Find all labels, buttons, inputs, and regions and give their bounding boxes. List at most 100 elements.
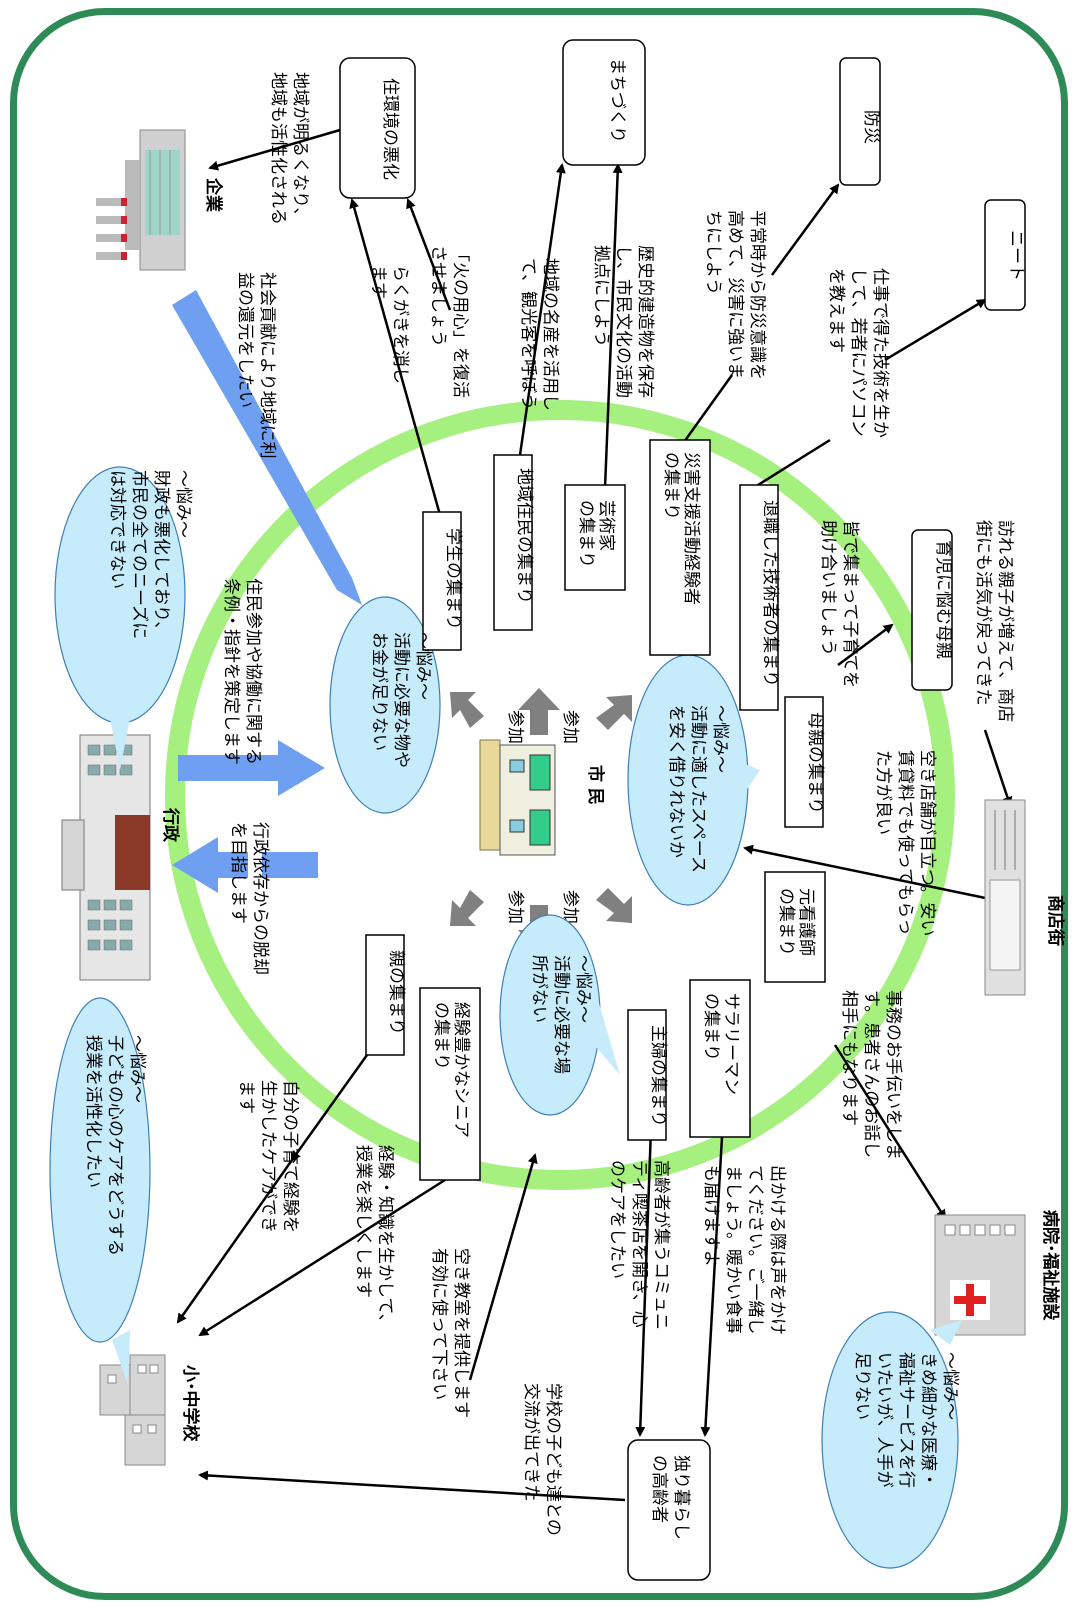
group-label-shufu: 主婦の集まり bbox=[648, 1025, 668, 1127]
note-dekakeru: も届けますよ bbox=[701, 1165, 721, 1267]
group-label-hahaoya: 母親の集まり bbox=[805, 712, 825, 814]
note-kosodate: 皆で集まって子育てを bbox=[840, 520, 860, 688]
worry-text-place: ～悩み～ bbox=[573, 955, 593, 1023]
actor-label-school: 小･中学校 bbox=[180, 1365, 201, 1442]
note-jibun: ます bbox=[236, 1080, 256, 1114]
issue-box-machizukuri[interactable] bbox=[563, 40, 645, 165]
issue-label-ikuji: 育児に悩む母親 bbox=[933, 540, 953, 659]
note-kissaten: ティ喫茶店を開き、心 bbox=[629, 1160, 649, 1328]
worry-text-school: ～悩み～ bbox=[127, 1035, 147, 1103]
worry-text-place: 活動に必要な場 bbox=[551, 955, 571, 1074]
note-hinoyoujin: させましょう bbox=[428, 245, 448, 347]
note-kigyo-relief: 地域も活性化される bbox=[268, 72, 288, 225]
actor-label-kigyo: 企業 bbox=[203, 177, 224, 212]
note-gijutsu: 仕事で得た技術を生か bbox=[870, 268, 890, 438]
note-hinoyoujin: 「火の用心」を復活 bbox=[450, 245, 470, 398]
note-kodomo: 学校の子ども達との bbox=[543, 1383, 563, 1536]
citizen-house-icon bbox=[480, 740, 555, 855]
worry-text-hospital: いたいが、人手が bbox=[874, 1352, 894, 1488]
note-jimu: 相手にもなります bbox=[839, 990, 859, 1126]
group-label-geijutsuka: の集まり bbox=[576, 500, 596, 568]
issue-label-hitorigurashi: の高齢者 bbox=[649, 1455, 669, 1523]
note-kodomo: 交流が出てきた bbox=[521, 1383, 541, 1502]
worry-text-hospital: ～悩み～ bbox=[940, 1352, 960, 1420]
worry-text-school: 子どもの心のケアをどうする bbox=[105, 1035, 125, 1256]
note-meisho: て、観光客を呼ぼう bbox=[518, 258, 538, 410]
note-dekakeru: てください。ご一緒し bbox=[745, 1165, 765, 1335]
note-oyako: 訪れる親子が増えて、商店 bbox=[995, 520, 1015, 722]
note-kissaten: 高齢者が集うコミュニ bbox=[651, 1160, 671, 1330]
group-label-senior: の集まり bbox=[431, 1002, 451, 1070]
company-building-icon bbox=[96, 130, 185, 270]
note-gijutsu: して、若者にパソコン bbox=[848, 268, 868, 437]
worry-text-gyosei: は対応できない bbox=[107, 470, 127, 589]
participation-label: 参加 bbox=[560, 710, 580, 744]
note-rekishi: 拠点にしよう bbox=[591, 245, 611, 347]
participation-label: 参加 bbox=[505, 710, 525, 744]
note-rekishi: し、市民文化の活動 bbox=[613, 245, 633, 398]
worry-text-gyosei: 市民の全てのニーズに bbox=[129, 470, 149, 639]
worry-text-place: 所がない bbox=[529, 955, 549, 1023]
note-akikyoshitsu: 有効に使って下さい bbox=[429, 1248, 450, 1400]
worry-text-space: を安く借りれないか bbox=[666, 705, 686, 858]
note-datsukyaku: 行政依存からの脱却 bbox=[250, 822, 270, 975]
note-akitenpo: 賃貸料でも使ってもらっ bbox=[895, 750, 916, 935]
worry-text-space: ～悩み～ bbox=[710, 705, 730, 773]
issue-label-neet: ニート bbox=[1006, 230, 1026, 281]
note-akitenpo: 空き店舗が目立つ。安い bbox=[917, 750, 937, 936]
note-bosai-ishiki: 高めて、災害に強いま bbox=[725, 210, 745, 379]
worry-text-gyosei: ～悩み～ bbox=[173, 470, 193, 538]
note-akitenpo: た方が良い bbox=[873, 750, 893, 835]
note-datsukyaku: を目指します bbox=[228, 822, 248, 924]
note-rakugaki: らくがきを消し bbox=[390, 265, 410, 384]
note-jorei: 住民参加や協働に関する bbox=[243, 578, 263, 765]
note-akikyoshitsu: 空き教室を提供します bbox=[451, 1248, 471, 1418]
group-label-salaryman: サラリーマン bbox=[721, 993, 741, 1095]
actor-label-shoten: 商店街 bbox=[1045, 895, 1066, 946]
note-kigyo-relief: 地域が明るくなり、 bbox=[290, 72, 310, 224]
actor-label-gyosei: 行政 bbox=[160, 807, 181, 843]
worry-text-hospital: きめ細かな医療・ bbox=[918, 1352, 938, 1488]
city-hall-icon bbox=[62, 735, 150, 980]
worry-text-money: ～悩み～ bbox=[413, 632, 433, 700]
note-jibun: 自分の子育て経験を bbox=[280, 1080, 300, 1233]
issue-label-machizukuri: まちづくり bbox=[607, 58, 627, 143]
note-bosai-ishiki: ちにしよう bbox=[703, 210, 723, 295]
group-label-oya: 親の集まり bbox=[386, 950, 406, 1035]
note-rekishi: 歴史的建造物を保存 bbox=[635, 245, 655, 398]
note-gijutsu: を教えます bbox=[826, 268, 846, 353]
actor-label-hospital: 病院･福祉施設 bbox=[1040, 1210, 1061, 1321]
school-building-icon bbox=[100, 1355, 165, 1465]
note-rakugaki: ます bbox=[368, 265, 388, 299]
group-label-senior: 経験豊かなシニア bbox=[451, 1002, 471, 1138]
worry-text-gyosei: 財政も悪化しており、 bbox=[151, 470, 171, 638]
worry-text-school: 授業を活性化したい bbox=[83, 1035, 103, 1188]
issue-box-jukankyo[interactable] bbox=[340, 58, 415, 198]
group-label-geijutsuka: 芸術家 bbox=[596, 500, 616, 551]
note-jimu: す。患者さんのお話し bbox=[861, 990, 881, 1158]
note-dekakeru: 出かける際は声をかけ bbox=[767, 1165, 787, 1335]
group-label-saigai: の集まり bbox=[661, 452, 681, 520]
participation-label: 参加 bbox=[505, 890, 525, 924]
issue-label-bosai: 防災 bbox=[861, 110, 881, 144]
group-label-kangoshi: 元看護師 bbox=[796, 888, 816, 956]
note-jibun: 生かしたケアができ bbox=[258, 1080, 278, 1233]
center-label-citizen: 市 民 bbox=[585, 765, 606, 805]
note-shakai-koken: 益の還元をしたい bbox=[235, 272, 255, 408]
note-meisho: 地域の名産を活用し bbox=[540, 258, 560, 411]
issue-label-hitorigurashi: 独り暮らし bbox=[671, 1455, 691, 1540]
group-label-salaryman: の集まり bbox=[701, 993, 721, 1061]
worry-text-money: お金が足りない bbox=[369, 632, 389, 751]
note-jorei: 条例・指針を策定します bbox=[221, 578, 241, 765]
group-label-gakusei: 学生の集まり bbox=[443, 528, 463, 630]
group-label-kangoshi: の集まり bbox=[776, 888, 796, 956]
shopping-street-icon bbox=[985, 800, 1025, 995]
issue-label-jukankyo: 住環境の悪化 bbox=[380, 78, 400, 180]
note-jimu: 事務のお手伝いをしま bbox=[883, 990, 903, 1160]
worry-text-space: 活動に適したスペース bbox=[688, 705, 708, 873]
note-shakai-koken: 社会貢献により地域に利 bbox=[257, 272, 277, 459]
group-label-chiiki: 地域住民の集まり bbox=[514, 468, 534, 604]
group-label-saigai: 災害支援活動経験者 bbox=[681, 452, 701, 605]
note-dekakeru: ましょう。暖かい食事 bbox=[723, 1165, 743, 1334]
note-keiken: 授業を楽しくします bbox=[353, 1145, 373, 1298]
